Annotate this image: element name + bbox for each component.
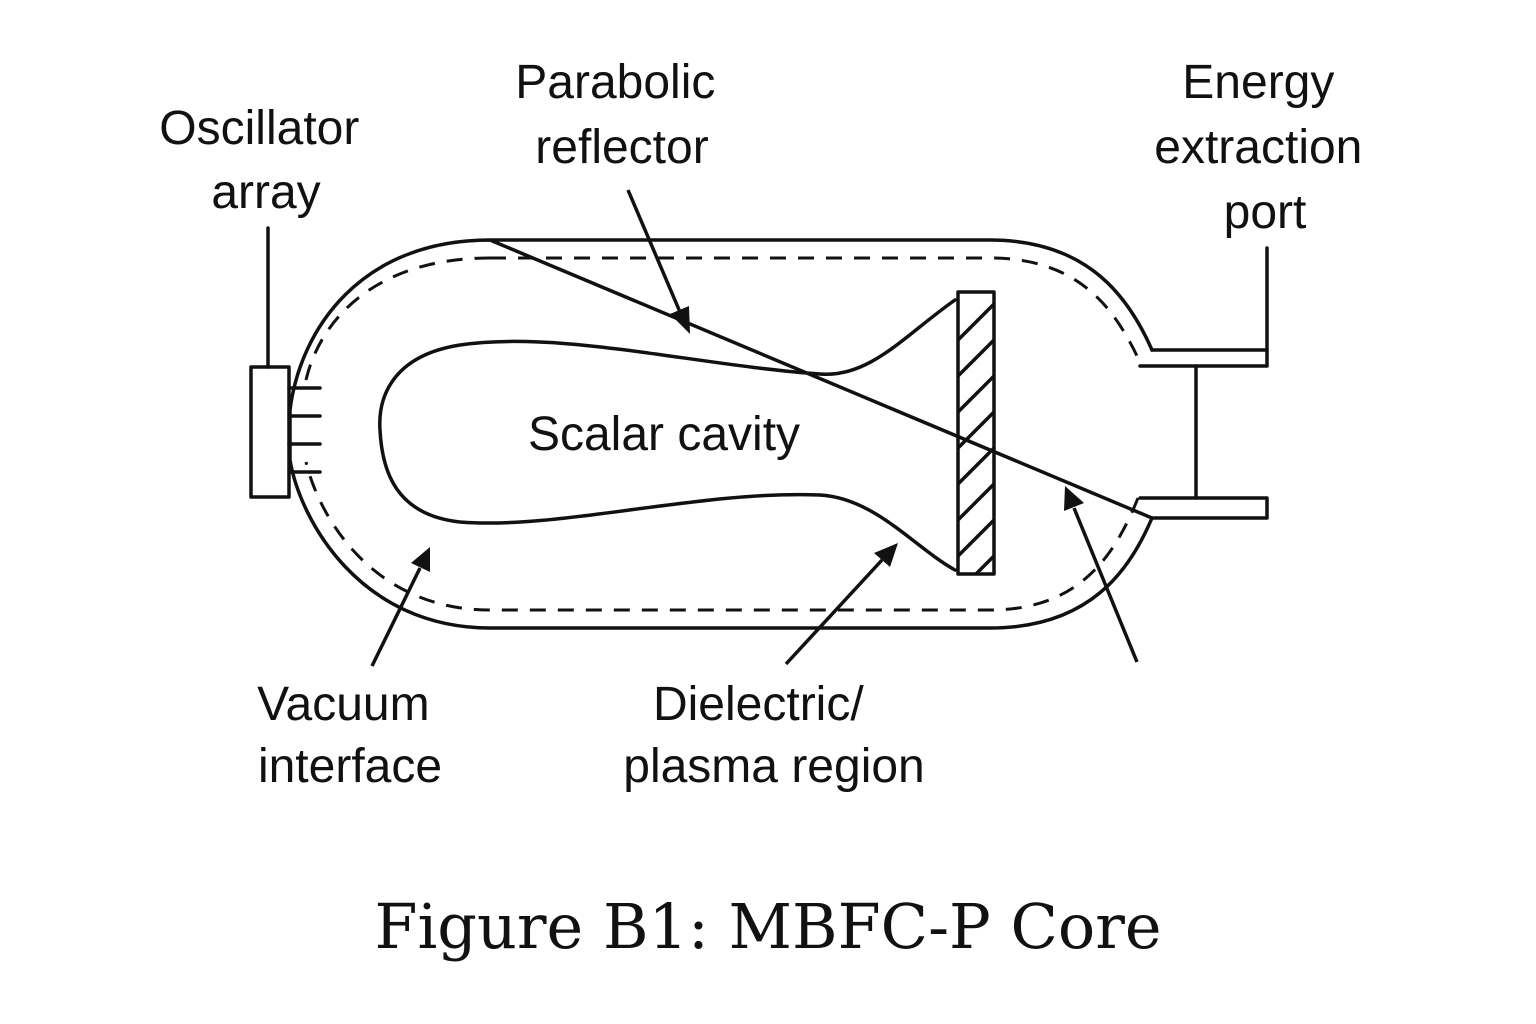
figure-caption: Figure B1: MBFC-P Core bbox=[374, 890, 1161, 963]
label-energy-extraction-port: Energy extraction port bbox=[1154, 56, 1375, 239]
label-scalar-cavity: Scalar cavity bbox=[528, 408, 800, 461]
arrow-vacuum-interface bbox=[370, 547, 430, 667]
label-parabolic-reflector: Parabolic reflector bbox=[515, 56, 728, 174]
arrow-energy-extraction bbox=[1064, 486, 1139, 663]
label-oscillator-array: Oscillator array bbox=[159, 102, 372, 219]
scalar-cavity-shape bbox=[378, 298, 957, 572]
label-dielectric-plasma-region: Dielectric/ plasma region bbox=[623, 678, 925, 793]
label-vacuum-interface: Vacuum interface bbox=[257, 678, 443, 793]
arrow-dielectric-region bbox=[784, 543, 898, 666]
plate-hatching bbox=[958, 302, 994, 574]
oscillator-array-box bbox=[249, 365, 291, 499]
arrow-parabolic-reflector bbox=[626, 189, 690, 334]
outer-housing bbox=[288, 238, 1154, 630]
energy-extraction-port bbox=[1138, 246, 1269, 520]
dashed-inner-boundary bbox=[304, 256, 1140, 612]
